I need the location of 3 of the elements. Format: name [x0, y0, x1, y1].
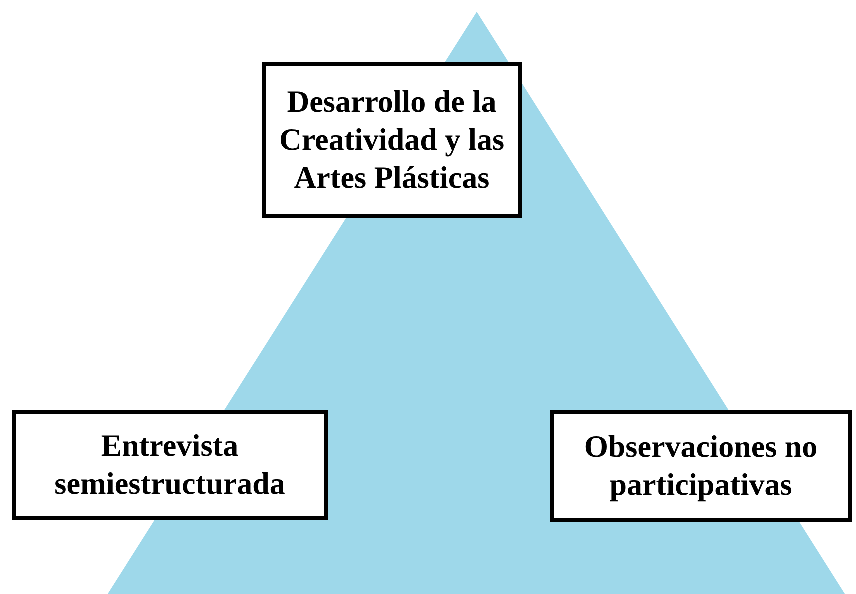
method-box: Observaciones no participativas: [550, 410, 852, 522]
title-box: Desarrollo de la Creatividad y las Artes Plásticas: [262, 62, 522, 218]
method-box: Entrevista semiestructurada: [12, 410, 328, 520]
